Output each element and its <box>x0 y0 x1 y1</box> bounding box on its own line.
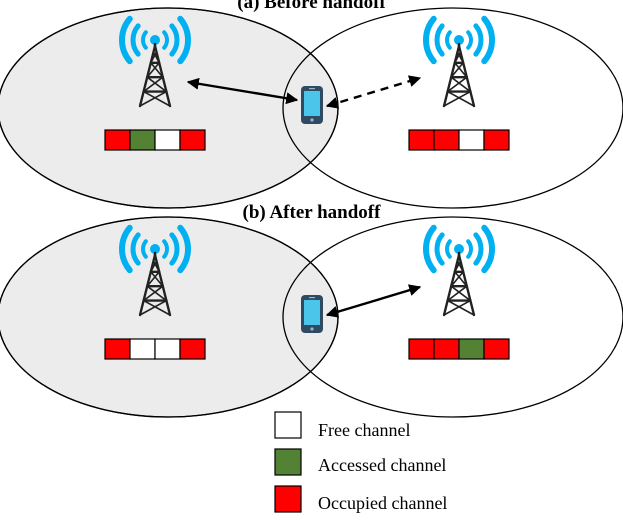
right-base-station-icon <box>423 15 495 108</box>
channel-slot-occupied <box>179 338 206 360</box>
pending-link-arrow <box>325 75 422 109</box>
panel-b <box>0 216 623 418</box>
legend-occupied-swatch <box>274 485 302 513</box>
channel-slot-occupied <box>483 129 510 151</box>
active-link-arrow <box>186 77 299 105</box>
channel-slot-free <box>154 129 181 151</box>
legend-accessed-label: Accessed channel <box>318 455 447 475</box>
left-cell-coverage <box>0 7 339 209</box>
panel-a <box>0 7 623 209</box>
right-cell-coverage <box>282 216 623 418</box>
right-channel-strip <box>408 338 510 360</box>
channel-slot-occupied <box>433 338 460 360</box>
legend-accessed-swatch <box>274 448 302 476</box>
channel-slot-free <box>458 129 485 151</box>
left-channel-strip <box>104 129 206 151</box>
left-cell-coverage <box>0 216 339 418</box>
left-base-station-icon <box>119 224 191 317</box>
channel-slot-accessed <box>129 129 156 151</box>
channel-slot-occupied <box>483 338 510 360</box>
panel-a-title: (a) Before handoff <box>237 0 386 13</box>
channel-slot-occupied <box>179 129 206 151</box>
channel-slot-occupied <box>433 129 460 151</box>
legend-free-swatch <box>274 411 302 439</box>
channel-slot-free <box>154 338 181 360</box>
right-channel-strip <box>408 129 510 151</box>
left-channel-strip <box>104 338 206 360</box>
legend-occupied-label: Occupied channel <box>318 493 448 513</box>
right-base-station-icon <box>423 224 495 317</box>
mobile-phone-icon <box>301 295 323 333</box>
channel-slot-occupied <box>408 129 435 151</box>
mobile-phone-icon <box>301 86 323 124</box>
channel-slot-accessed <box>458 338 485 360</box>
channel-slot-occupied <box>104 338 131 360</box>
channel-slot-free <box>129 338 156 360</box>
active-link-arrow <box>325 284 422 318</box>
left-base-station-icon <box>119 15 191 108</box>
panel-b-title: (b) After handoff <box>242 202 381 223</box>
legend-free-label: Free channel <box>318 420 411 440</box>
channel-slot-occupied <box>104 129 131 151</box>
right-cell-coverage <box>282 7 623 209</box>
channel-slot-occupied <box>408 338 435 360</box>
